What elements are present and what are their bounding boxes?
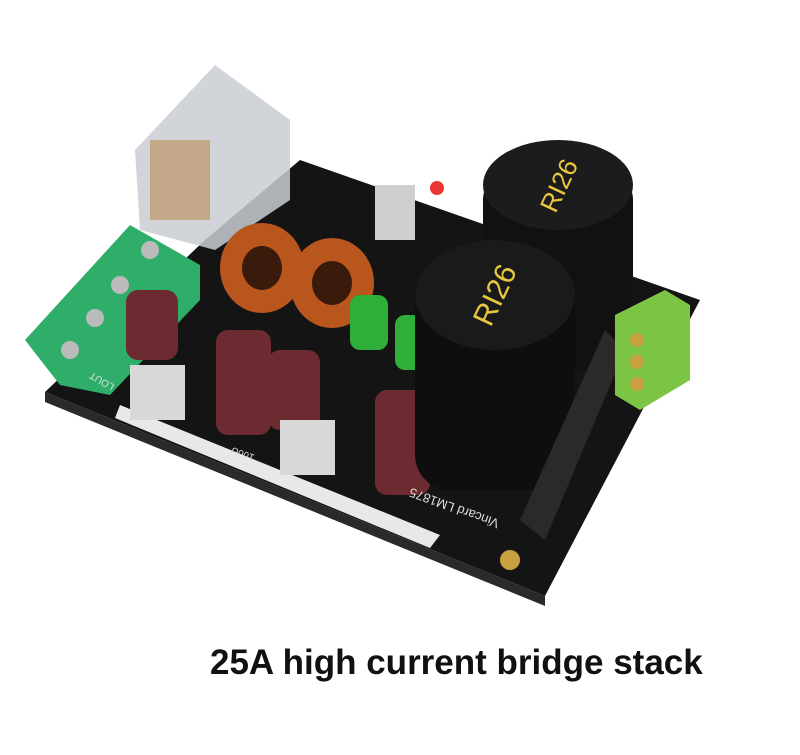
left-terminal-block — [25, 225, 200, 395]
maroon-capacitor — [268, 350, 320, 430]
bridge-rectifier — [520, 330, 625, 540]
pcb-edge — [45, 392, 545, 606]
product-caption: 25A high current bridge stack — [210, 643, 703, 682]
regulator-chip — [375, 185, 415, 240]
mounting-hole — [500, 550, 520, 570]
filter-capacitor-front: RI26 — [415, 240, 575, 490]
amplifier-chip — [130, 365, 185, 420]
relay — [135, 65, 290, 250]
red-led — [430, 181, 444, 195]
right-terminal-block — [615, 290, 690, 410]
maroon-capacitor — [216, 330, 271, 435]
silkscreen-strip — [115, 405, 440, 548]
amplifier-chip — [280, 420, 335, 475]
maroon-capacitor — [126, 290, 178, 360]
green-capacitor — [350, 295, 388, 350]
